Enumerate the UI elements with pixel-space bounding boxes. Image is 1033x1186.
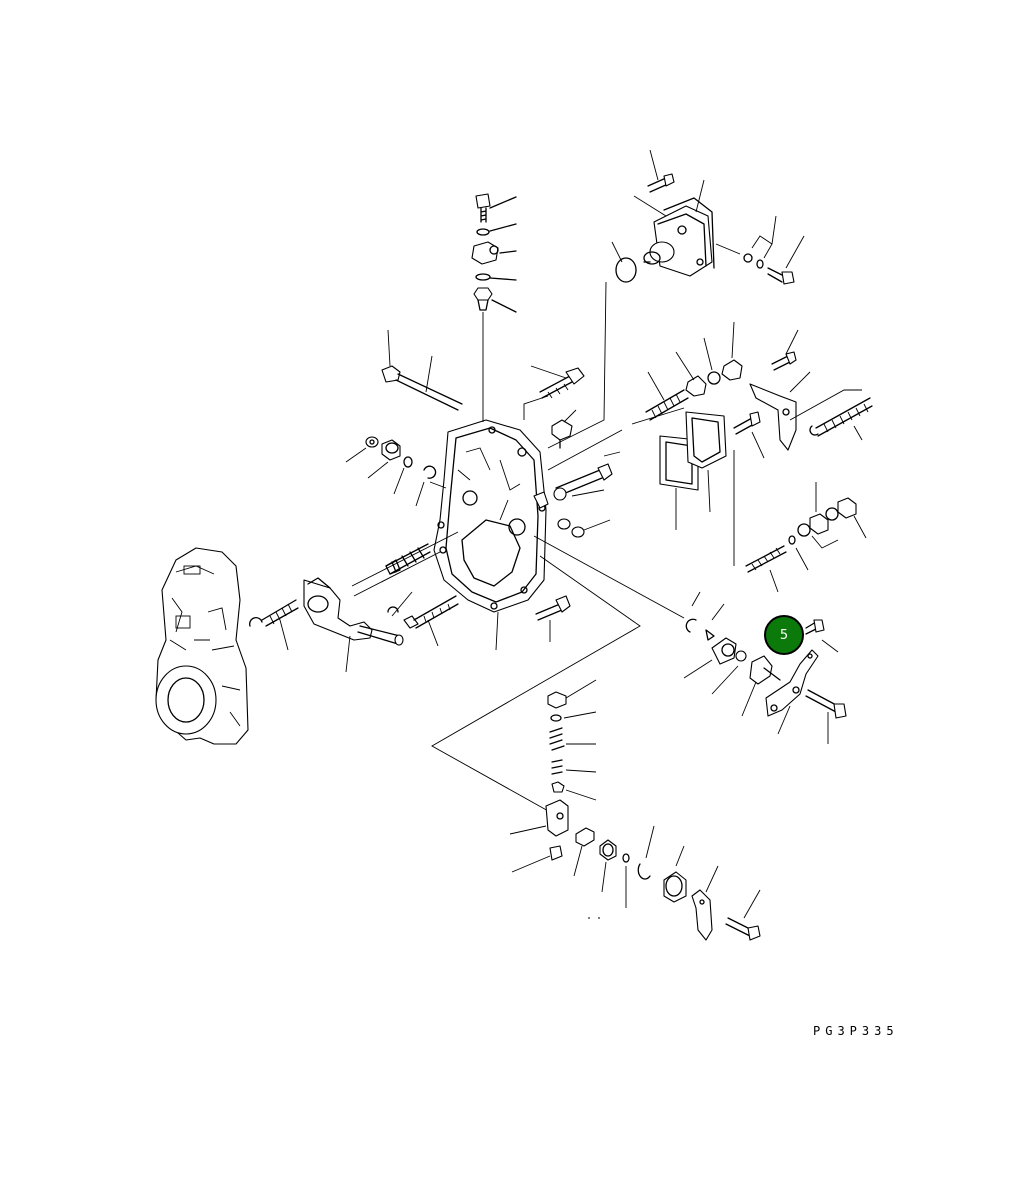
gasket-plates (631, 407, 727, 530)
lower-stud-row (733, 450, 867, 593)
left-springs (249, 531, 459, 651)
callout-5-marker[interactable]: 5 (764, 615, 804, 655)
drawing-code: PG3P335 (813, 1024, 899, 1038)
top-cover-assembly (547, 149, 805, 449)
upper-stud-row (645, 321, 743, 421)
callout-5-label: 5 (779, 627, 789, 643)
housing-right-parts (533, 409, 623, 538)
bracket-spring (733, 329, 873, 459)
housing-bottom-bolt (495, 595, 571, 651)
pump-body (155, 547, 249, 745)
left-plugs (345, 436, 447, 507)
linkage-assembly (533, 535, 847, 744)
lever-assembly (303, 577, 459, 673)
housing-top-bolt (523, 365, 585, 420)
governor-housing (433, 419, 547, 613)
housing-stud (381, 329, 463, 411)
top-fitting-stack (471, 193, 517, 422)
lower-subassembly (431, 555, 761, 941)
